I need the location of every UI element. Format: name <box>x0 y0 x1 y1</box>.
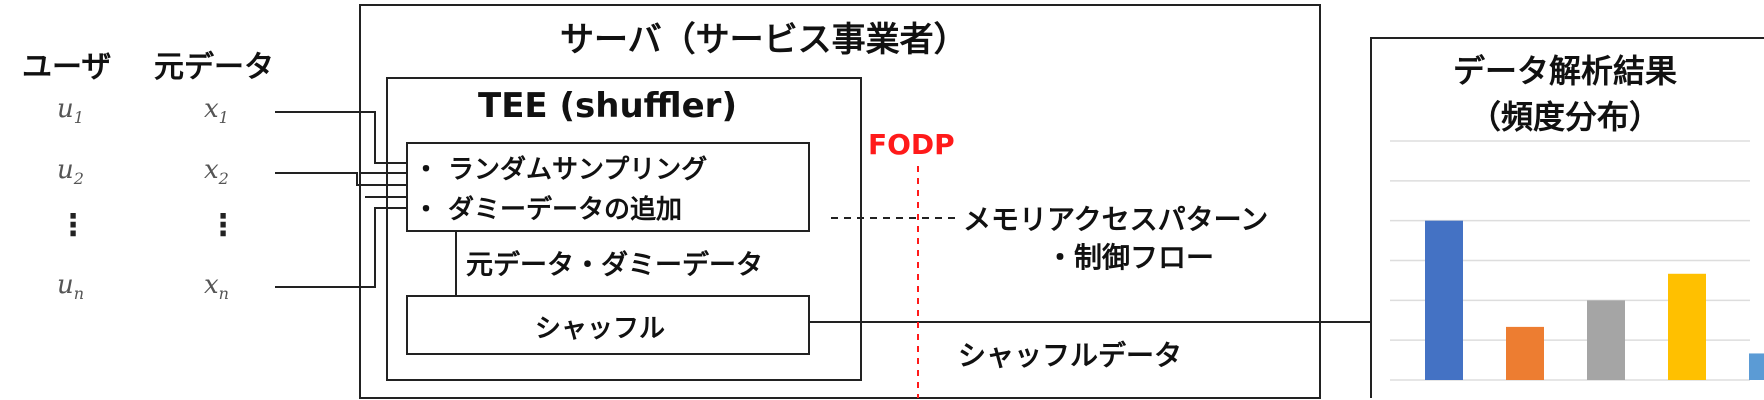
raw-2: x2 <box>204 155 229 189</box>
result-title-line2: （頻度分布） <box>1468 98 1661 136</box>
tee-title: TEE (shuffler) <box>478 86 737 126</box>
raw-1: x1 <box>204 94 229 128</box>
result-box <box>1370 37 1764 398</box>
raw-n: xn <box>204 270 229 304</box>
chart-bar-2 <box>1506 326 1544 380</box>
user-n: un <box>57 270 85 304</box>
chart-bar-5 <box>1749 353 1764 380</box>
tee-box <box>386 77 862 381</box>
input-connectors <box>275 111 407 288</box>
user-1: u1 <box>57 94 84 128</box>
random-sampling-item: ・ ランダムサンプリング <box>413 155 708 185</box>
control-flow-label: ・制御フロー <box>1046 241 1215 274</box>
chart-bar-1 <box>1425 220 1463 380</box>
result-title-line1: データ解析結果 <box>1452 52 1677 90</box>
user-ellipsis: ⋮ <box>58 208 88 243</box>
server-box <box>359 4 1321 399</box>
shuffle-box <box>406 295 810 355</box>
user-2: u2 <box>57 155 84 189</box>
chart-bar-3 <box>1587 300 1625 380</box>
raw-and-dummy-label: 元データ・ダミーデータ <box>466 250 763 281</box>
shuffle-data-label: シャッフルデータ <box>958 339 1183 372</box>
frequency-chart <box>1390 140 1764 381</box>
server-title: サーバ（サービス事業者） <box>560 20 968 60</box>
user-header: ユーザ <box>22 50 112 85</box>
process-box <box>406 142 810 232</box>
shuffle-label: シャッフル <box>535 314 666 344</box>
fodp-label: FODP <box>868 128 955 161</box>
chart-bar-4 <box>1668 273 1706 380</box>
memory-access-pattern-label: メモリアクセスパターン <box>963 203 1269 236</box>
dummy-data-item: ・ ダミーデータの追加 <box>413 195 683 225</box>
raw-data-header: 元データ <box>154 50 274 85</box>
raw-ellipsis: ⋮ <box>208 208 238 243</box>
